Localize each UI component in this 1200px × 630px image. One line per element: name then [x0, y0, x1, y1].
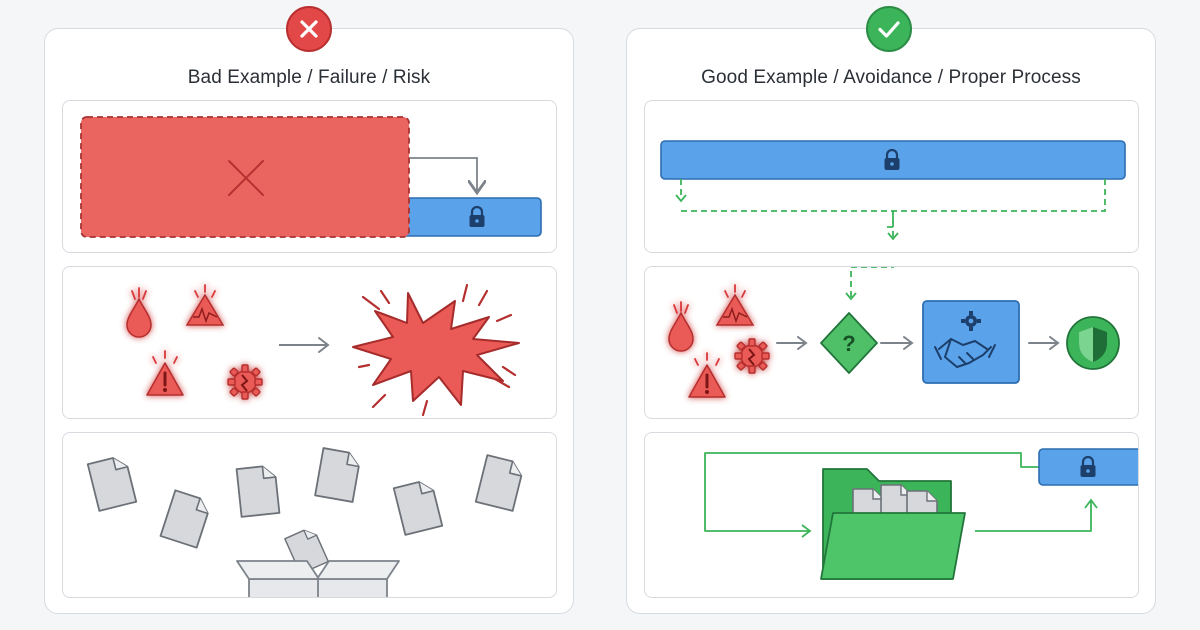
shield-icon — [1066, 316, 1120, 370]
broken-gear-icon — [227, 364, 263, 400]
good-process-card: ? — [644, 266, 1139, 419]
document-icon — [392, 478, 444, 536]
lock-icon — [469, 205, 485, 227]
mountain-alert-icon — [715, 284, 755, 326]
bad-overlap-card — [62, 100, 557, 253]
document-icon — [314, 447, 362, 503]
svg-text:?: ? — [842, 331, 855, 356]
good-panel-title: Good Example / Avoidance / Proper Proces… — [701, 67, 1081, 88]
bad-risk-card — [62, 266, 557, 419]
check-icon — [866, 6, 912, 52]
handshake-gear-icon — [922, 300, 1020, 384]
good-locked-bar-card — [644, 100, 1139, 253]
redirect-arrow — [409, 157, 477, 191]
bad-panel-title: Bad Example / Failure / Risk — [187, 67, 431, 88]
document-icon — [86, 454, 138, 512]
folder-icon — [820, 468, 966, 580]
drop-icon — [126, 287, 152, 338]
warning-triangle-icon — [146, 350, 184, 396]
locked-bar — [660, 140, 1126, 180]
document-icon — [474, 454, 526, 512]
x-icon — [228, 160, 264, 196]
document-icon — [235, 464, 281, 518]
lock-icon — [1080, 455, 1096, 477]
explosion-icon — [352, 283, 520, 417]
question-diamond-icon: ? — [820, 312, 878, 374]
open-box-icon — [236, 560, 400, 597]
bad-scattered-docs-card — [62, 432, 557, 598]
good-organized-docs-card — [644, 432, 1139, 598]
locked-bar — [402, 197, 542, 237]
lock-icon — [884, 148, 900, 170]
drop-icon — [668, 301, 694, 352]
bad-example-panel: Bad Example / Failure / Risk — [44, 28, 574, 614]
broken-gear-icon — [734, 338, 770, 374]
good-example-panel: Good Example / Avoidance / Proper Proces… — [626, 28, 1156, 614]
document-icon — [159, 489, 213, 549]
x-icon — [286, 6, 332, 52]
warning-triangle-icon — [688, 352, 726, 398]
mountain-alert-icon — [185, 284, 225, 326]
oversized-red-block — [80, 116, 410, 238]
locked-bar — [1038, 448, 1138, 486]
